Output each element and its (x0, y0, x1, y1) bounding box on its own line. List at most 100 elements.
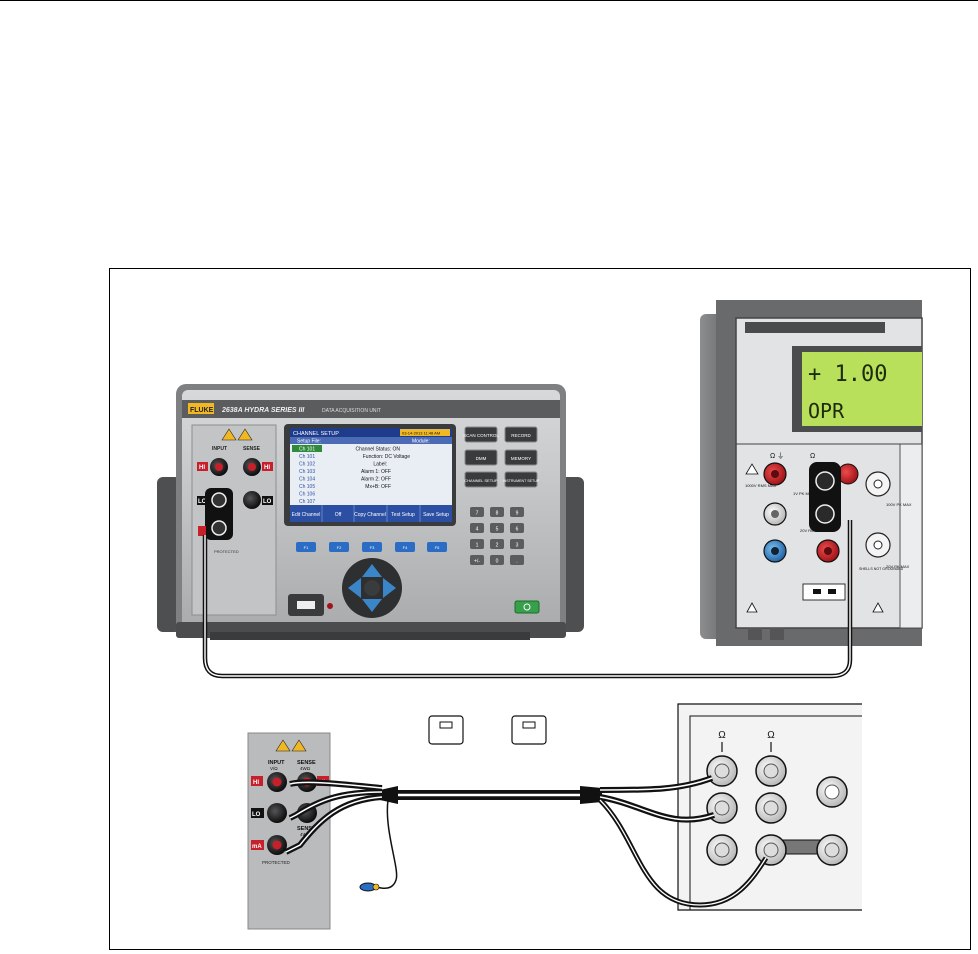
dmm-label: DMM (476, 456, 487, 461)
detail-input-sub: V/Ω (270, 766, 278, 771)
channel-item[interactable]: Ch 101 (299, 454, 315, 460)
channel-item[interactable]: Ch 104 (299, 477, 315, 483)
calibrator-mode: OPR (808, 399, 845, 423)
detail-terminal-hole (764, 764, 778, 778)
detail-terminal-core (273, 841, 282, 850)
softkey-label[interactable]: Test Setup (391, 512, 415, 518)
screen-softkeys: Edit Channel Off Copy Channel Test Setup… (290, 505, 452, 522)
ground-clip-tip (373, 884, 379, 890)
scan-control-label: SCAN CONTROL (463, 433, 499, 438)
fkey-label: F2 (337, 545, 342, 550)
keypad-key-label: 3 (516, 543, 519, 549)
keypad-key-label: 8 (496, 511, 499, 517)
detail-daq-panel: INPUT V/Ω SENSE 4WΩ HI HI LO mA SENSE 4W… (248, 733, 330, 929)
calibrator-unit: + 1.00 OPR Ω ⏚ Ω 1000V RMS MAX 1V PK MAX… (700, 300, 922, 646)
ground-wire (372, 800, 397, 888)
connector-slot (440, 722, 452, 728)
channel-item[interactable]: Ch 103 (299, 469, 315, 475)
calibrator-plug-pin-lo (816, 505, 834, 523)
daq-input-hi-core (215, 463, 223, 471)
detail-protected-label: PROTECTED (262, 860, 291, 865)
keypad-key-label: 5 (496, 527, 499, 533)
daq-hi-text-2: HI (264, 465, 270, 471)
lead-splitter-left (380, 786, 398, 804)
fkey-label: F4 (403, 545, 408, 550)
detail-terminal-hole (715, 764, 729, 778)
detail-terminal-hole (715, 843, 729, 857)
channel-item[interactable]: Ch 102 (299, 462, 315, 468)
daq-protected-label: PROTECTED (214, 549, 239, 554)
detail-input-lo-terminal[interactable] (267, 803, 287, 823)
detail-line: Alarm 1: OFF (361, 469, 391, 475)
calibrator-title-strip (745, 322, 885, 333)
screen-title: CHANNEL SETUP (293, 431, 339, 437)
fkey-label: F1 (304, 545, 309, 550)
softkey-label[interactable]: Edit Channel (292, 512, 321, 518)
softkey-label[interactable]: Copy Channel (354, 512, 386, 518)
channel-item[interactable]: Ch 105 (299, 484, 315, 490)
detail-terminal-hole (825, 843, 839, 857)
calibrator-reading: + 1.00 (808, 362, 887, 387)
usb-port-icon[interactable] (297, 601, 315, 609)
nav-enter-button[interactable] (364, 580, 380, 596)
calibrator-right-panel (900, 444, 922, 628)
detail-daq-panel-face (248, 733, 330, 929)
detail-terminal-hole (715, 801, 729, 815)
terminal-hole (771, 470, 779, 478)
channel-setup-label: CHANNEL SETUP (464, 478, 498, 483)
detail-line: Alarm 2: OFF (361, 477, 391, 483)
connector-slot (523, 722, 535, 728)
detail-sense-sub: 4WΩ (300, 766, 311, 771)
fkey-label: F3 (370, 545, 375, 550)
detail-lo-text: LO (252, 812, 261, 818)
aux-pin (828, 589, 836, 594)
detail-line: Channel Status: ON (356, 447, 401, 453)
screen-datetime: 03-14-2013 11:48 AM (402, 431, 440, 436)
channel-item[interactable]: Ch 107 (299, 499, 315, 505)
detail-line: Label: (373, 462, 387, 468)
screen-setup-file: Setup File: (297, 439, 321, 445)
daq-lo-text: LO (263, 499, 272, 505)
detail-hi-text: HI (253, 780, 259, 786)
ohm-sense-label: Ω (810, 453, 815, 460)
keypad-key-label: 1 (476, 543, 479, 549)
channel-item[interactable]: Ch 101 (299, 447, 315, 453)
terminal-hole (771, 510, 779, 518)
daq-sense-hi-core (248, 463, 256, 471)
daq-sense-lo-terminal[interactable] (243, 491, 261, 509)
terminal-hole (771, 547, 779, 555)
keypad-key-label: 2 (496, 543, 499, 549)
aux-pin (813, 589, 821, 594)
bnc-pin (874, 541, 882, 549)
detail-line: Function: DC Voltage (363, 454, 410, 460)
daq-plug-pin-lo (212, 521, 226, 535)
bnc-pin (874, 480, 882, 488)
connector-icon-right (512, 716, 546, 744)
power-button[interactable] (515, 601, 539, 613)
channel-item[interactable]: Ch 106 (299, 492, 315, 498)
instrument-setup-label: INSTRUMENT SETUP (503, 479, 540, 483)
daq-unit: FLUKE 2638A HYDRA SERIES III DATA ACQUIS… (157, 384, 584, 640)
daq-model: 2638A HYDRA SERIES III (221, 407, 305, 414)
detail-bnc-pin (825, 785, 839, 799)
keypad-key-label: 9 (516, 511, 519, 517)
usb-led (327, 603, 333, 609)
calibrator-foot (748, 628, 762, 640)
calibrator-aux-connector (803, 584, 845, 600)
detail-line: Mx+B: OFF (365, 484, 391, 490)
softkey-label[interactable]: Save Setup (423, 512, 449, 518)
daq-sense-label: SENSE (243, 446, 261, 452)
daq-input-label: INPUT (212, 446, 227, 452)
detail-terminal-hole (764, 801, 778, 815)
daq-foot (210, 632, 530, 640)
pk20-label: 20V PK MAX (886, 564, 910, 569)
softkey-label[interactable]: Off (335, 512, 342, 518)
detail-ma-text: mA (252, 844, 262, 850)
detail-terminal-hole (764, 843, 778, 857)
keypad-key-label: . (516, 559, 517, 565)
memory-label: MEMORY (511, 456, 531, 461)
keypad-key-label: 6 (516, 527, 519, 533)
detail-ohm-label-1: Ω (718, 730, 726, 741)
daq-brand: FLUKE (190, 407, 214, 414)
